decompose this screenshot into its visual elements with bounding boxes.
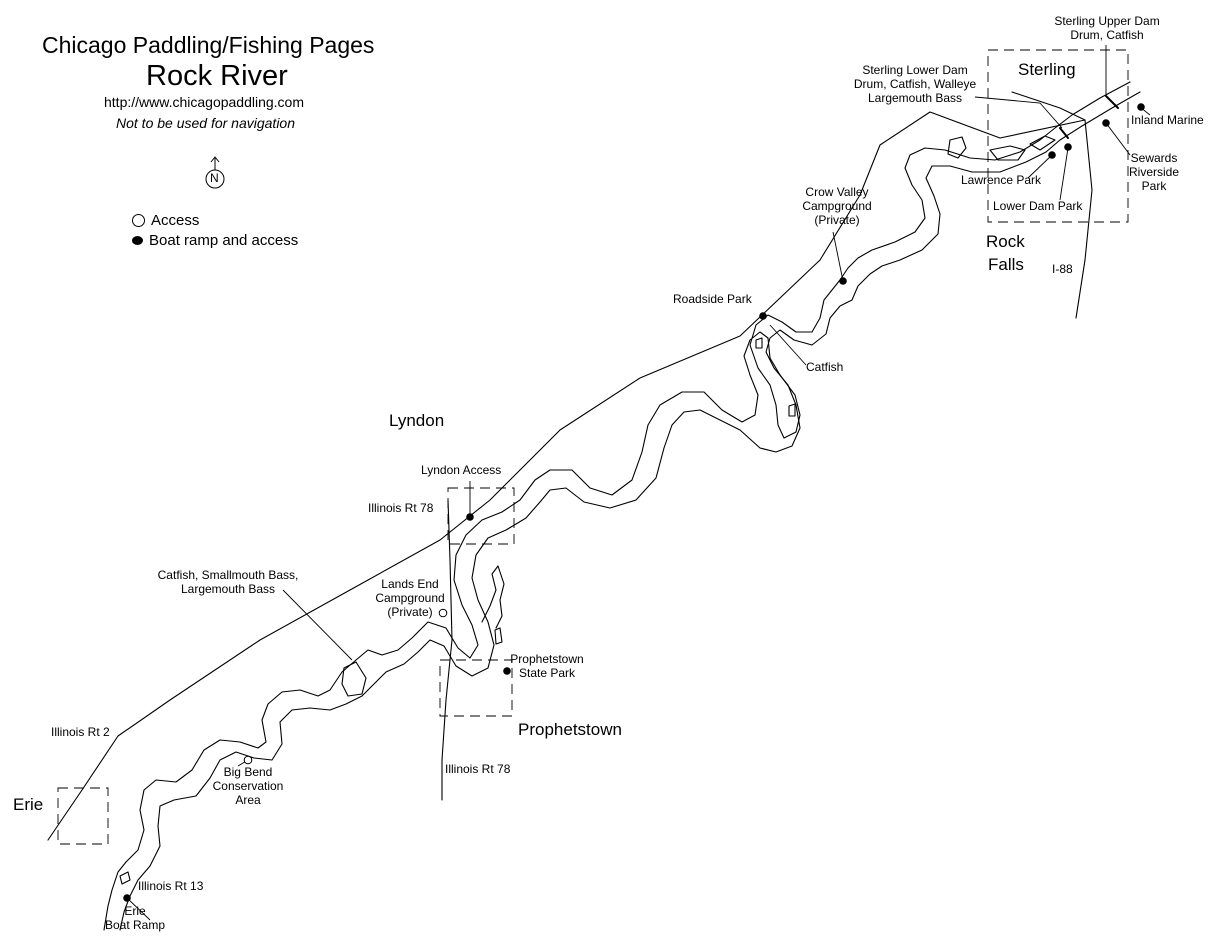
label-roadside-park: Roadside Park	[673, 292, 752, 306]
north-arrow-icon	[205, 156, 225, 189]
access-marker	[243, 755, 253, 765]
road-illinois-rt2	[47, 111, 1086, 841]
road-i88	[1011, 91, 1093, 319]
site-url[interactable]: http://www.chicagopaddling.com	[104, 94, 304, 110]
island	[755, 337, 763, 349]
legend-access-label: Access	[151, 212, 200, 229]
island	[119, 871, 131, 885]
town-sterling: Sterling	[1018, 60, 1076, 79]
dam-lower	[1059, 127, 1069, 139]
town-lyndon: Lyndon	[389, 411, 445, 430]
boat-ramp-marker	[466, 513, 474, 521]
road-label-rt13: Illinois Rt 13	[138, 879, 204, 893]
access-marker	[438, 608, 448, 618]
boat-ramp-marker	[1102, 119, 1110, 127]
open-circle-icon	[132, 214, 145, 227]
legend-boat-ramp: Boat ramp and access	[132, 232, 298, 249]
road-label-rt78-lower: Illinois Rt 78	[445, 762, 511, 776]
boat-ramp-marker	[839, 277, 847, 285]
boat-ramp-marker	[1137, 103, 1145, 111]
river-side-channel	[481, 565, 505, 629]
town-falls: Falls	[988, 255, 1024, 274]
leader-crow-valley	[832, 231, 844, 282]
boundary-prophetstown	[439, 659, 513, 717]
island	[1029, 135, 1056, 151]
label-lyndon-access: Lyndon Access	[421, 463, 502, 477]
island	[788, 403, 796, 417]
site-title: Chicago Paddling/Fishing Pages	[42, 32, 375, 58]
boat-ramp-marker	[123, 894, 131, 902]
boat-ramp-marker	[1064, 143, 1072, 151]
island	[341, 661, 367, 697]
boat-ramp-marker	[1048, 151, 1056, 159]
boat-ramp-marker	[503, 667, 511, 675]
town-erie: Erie	[13, 795, 44, 814]
town-rock: Rock	[986, 232, 1025, 251]
legend-boat-ramp-label: Boat ramp and access	[149, 232, 299, 249]
label-fish-species-mid: Catfish, Smallmouth Bass,Largemouth Bass	[157, 568, 299, 596]
compass-label: N	[210, 171, 219, 185]
boundary-lyndon	[447, 487, 515, 545]
boundary-erie	[57, 787, 109, 845]
boat-ramp-marker	[759, 312, 767, 320]
filled-circle-icon	[132, 236, 143, 245]
leader-lower-dam	[974, 96, 1063, 129]
leader-fish-mid	[282, 589, 353, 661]
road-label-rt2: Illinois Rt 2	[51, 725, 110, 739]
label-inland-marine: Inland Marine	[1131, 113, 1204, 127]
road-illinois-rt78	[441, 499, 453, 801]
island	[494, 627, 503, 645]
leader-lower-dam-park	[1059, 147, 1069, 201]
leader-sewards	[1105, 122, 1131, 156]
boundary-sterling	[987, 49, 1129, 223]
label-catfish: Catfish	[806, 360, 844, 374]
island	[947, 136, 967, 159]
road-label-rt78-upper: Illinois Rt 78	[368, 501, 434, 515]
river-bank-north	[103, 81, 1131, 931]
map-title: Rock River	[146, 60, 288, 92]
dam-upper	[1105, 95, 1119, 109]
leader-erie-ramp	[126, 897, 151, 921]
legend-access: Access	[132, 212, 199, 229]
label-lawrence-park: Lawrence Park	[961, 173, 1042, 187]
island	[989, 145, 1026, 161]
label-lower-dam-park: Lower Dam Park	[993, 199, 1083, 213]
road-label-i88: I-88	[1052, 262, 1073, 276]
river-bank-south	[119, 91, 1141, 931]
town-prophetstown: Prophetstown	[518, 720, 622, 739]
leader-catfish	[769, 324, 807, 366]
leader-lawrence-park	[1027, 154, 1053, 179]
disclaimer: Not to be used for navigation	[116, 115, 296, 131]
